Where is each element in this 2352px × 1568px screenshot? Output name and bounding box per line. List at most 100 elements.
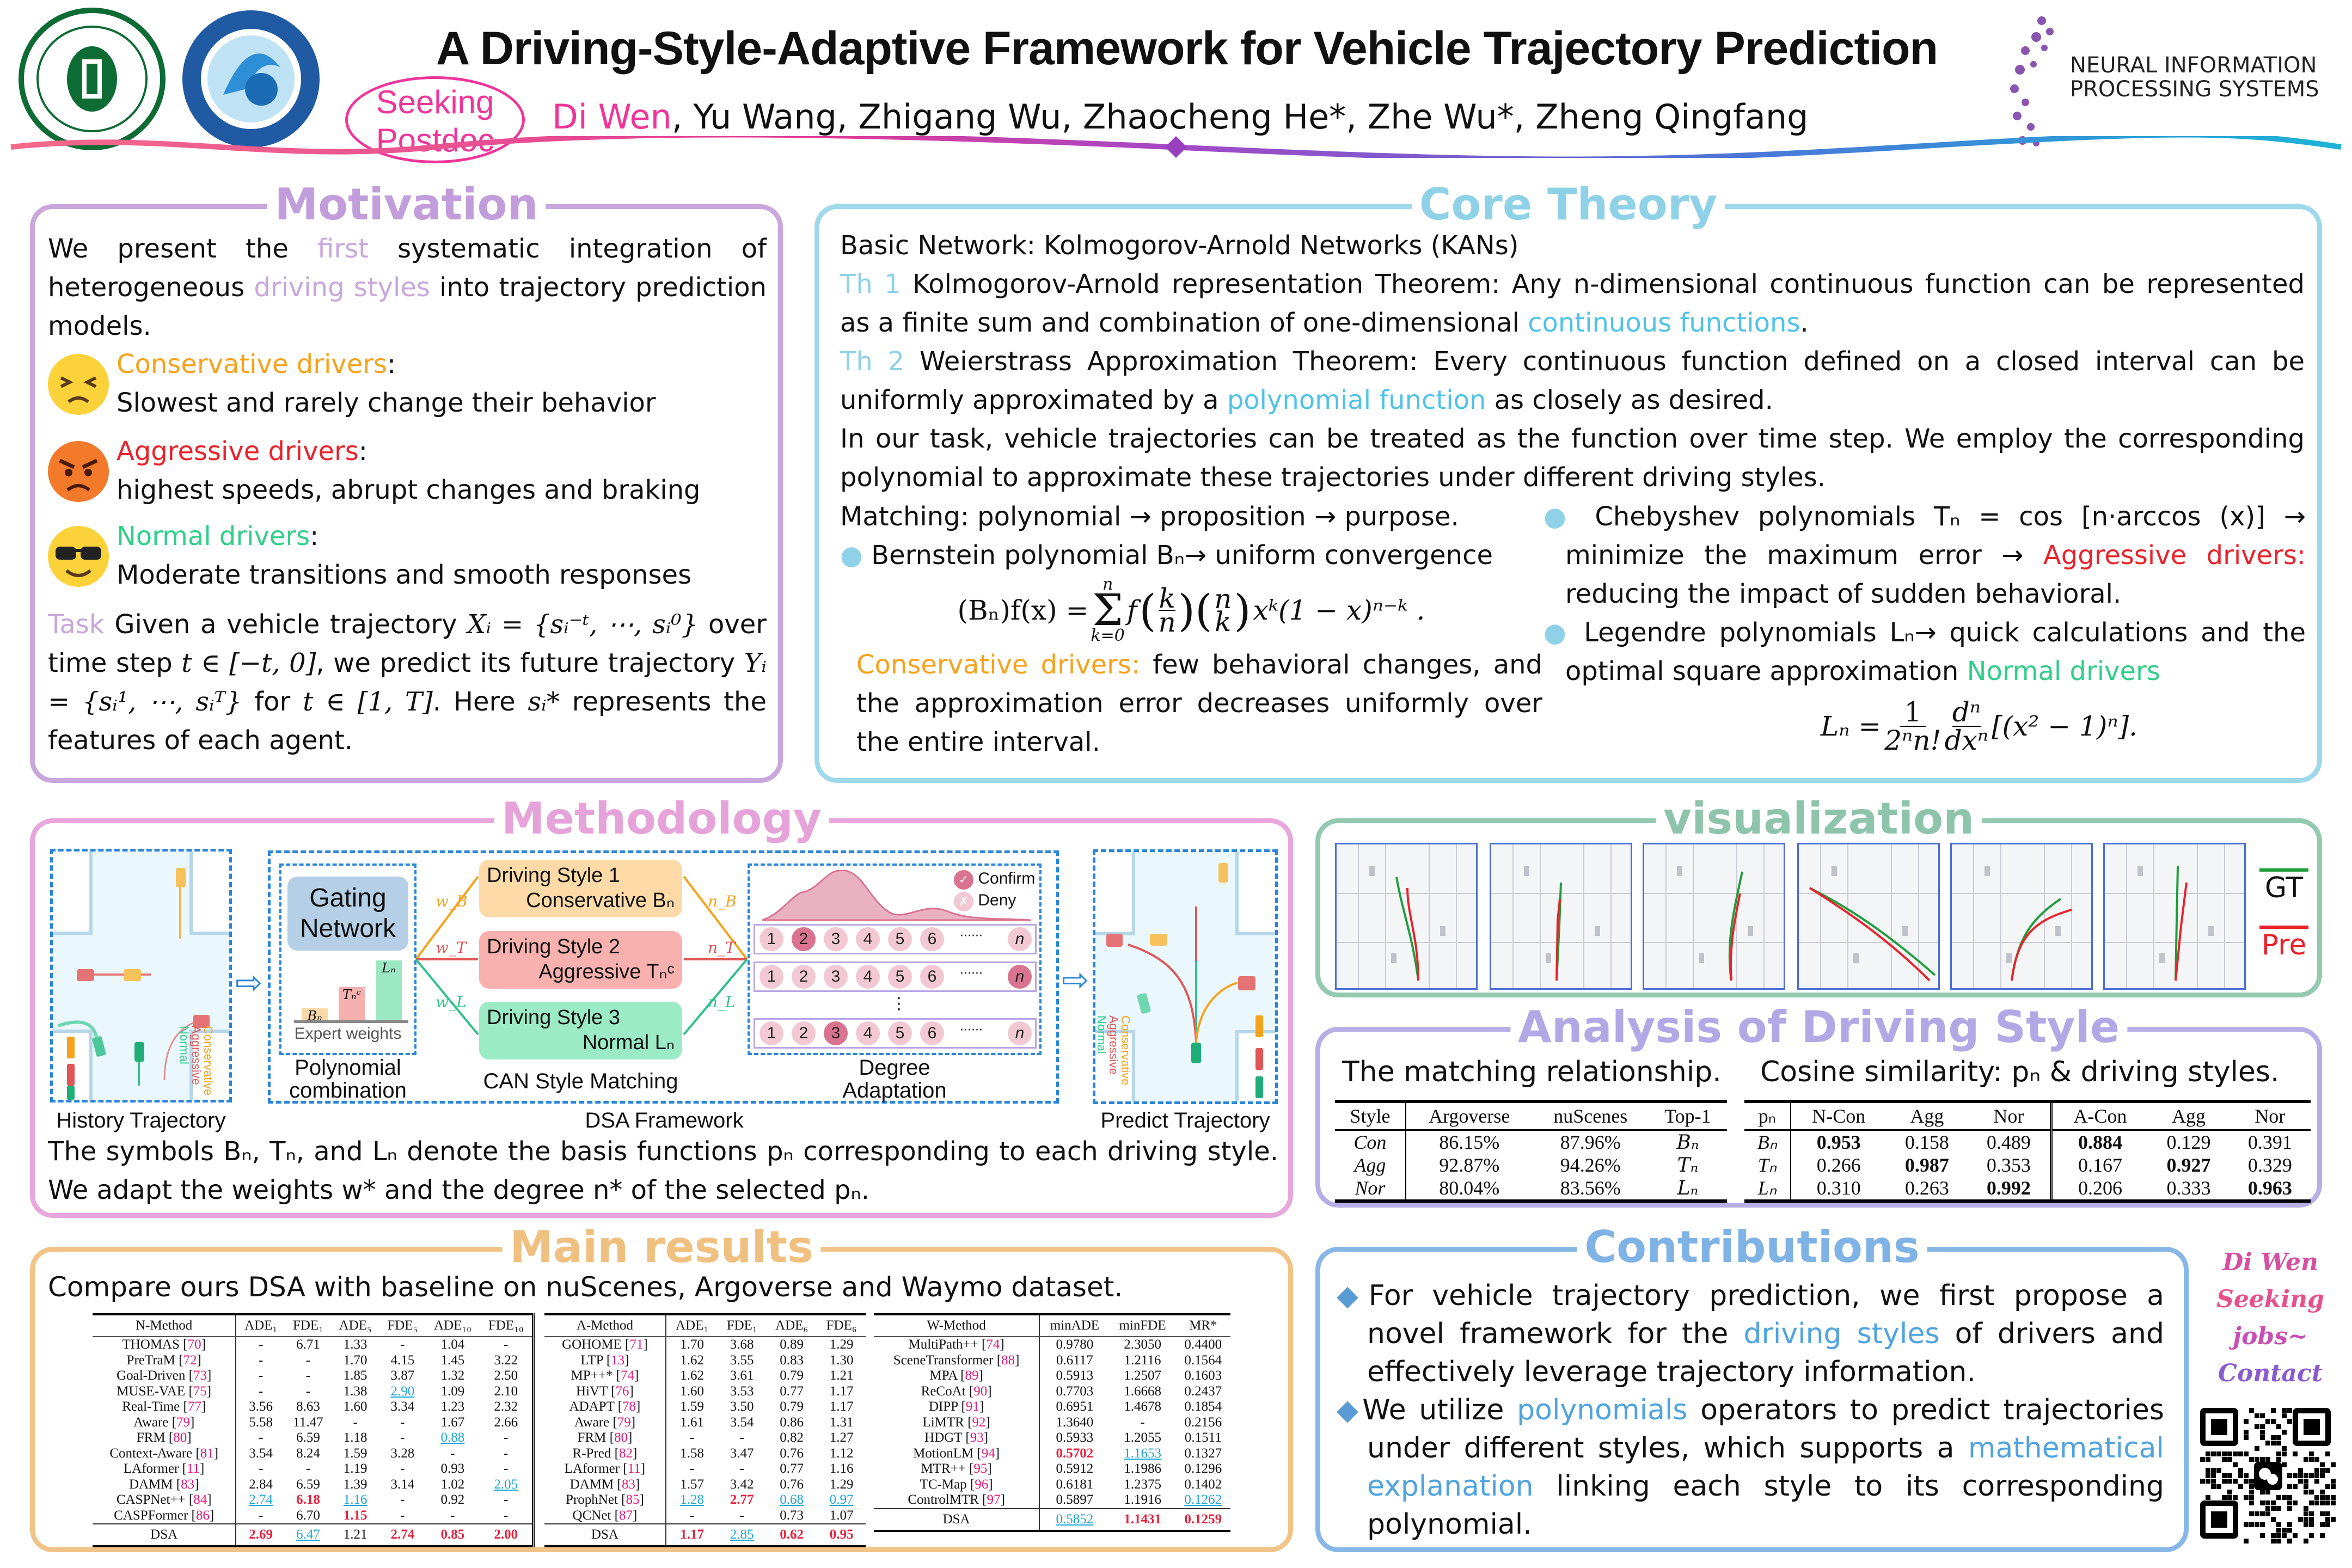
task-math: Xᵢ = {sᵢ⁻ᵗ, ⋯, sᵢ⁰} — [467, 609, 699, 640]
metric-value: 1.28 — [680, 1492, 704, 1508]
method-name: LAformer [11] — [93, 1461, 237, 1477]
citation-ref: 77 — [187, 1399, 201, 1414]
metric-value: 1.58 — [680, 1445, 704, 1461]
column-header: FDE₆ — [817, 1314, 866, 1337]
task-math: t ∈ [1, T] — [303, 687, 433, 717]
formula-part: n — [1102, 575, 1113, 594]
metric-value: - — [450, 1445, 455, 1461]
wechat-qr-code[interactable] — [2200, 1407, 2337, 1545]
method-name: LTP [13] — [544, 1352, 666, 1368]
legend-conservative: Conservative — [1119, 1015, 1132, 1086]
metric-value: 1.09 — [440, 1383, 465, 1399]
method-name: Aware [79] — [544, 1414, 666, 1430]
metric-value: 0.953 — [1816, 1131, 1861, 1153]
expert-weight-bar: Bₙ — [302, 1008, 328, 1024]
matching-subtitle: The matching relationship. — [1342, 1056, 1722, 1088]
contributions-title: Contributions — [1577, 1220, 1927, 1275]
citation-ref: 97 — [987, 1492, 1001, 1508]
metric-value: 0.93 — [440, 1461, 465, 1477]
confirm-item: ✓ Confirm — [954, 868, 1035, 890]
method-name: FRM [80] — [544, 1430, 666, 1446]
dsa-framework-box — [268, 850, 1059, 1104]
metric-value: 0.1854 — [1184, 1399, 1222, 1414]
metric-value: 2.66 — [480, 1414, 535, 1430]
motivation-intro: We present the first systematic integrat… — [48, 230, 767, 346]
citation-ref: 74 — [986, 1337, 1000, 1352]
metric-value: - — [258, 1383, 264, 1399]
neurips-logo: NEURAL INFORMATION PROCESSING SYSTEMS — [2004, 10, 2341, 151]
intro-text: systematic integration of heterogeneous — [48, 234, 767, 303]
note-text: few behavioral changes, and the approxim… — [856, 650, 1543, 757]
metric-value: 2.10 — [480, 1383, 535, 1399]
degree-circle: 6 — [920, 965, 944, 989]
authors: Di Wen, Yu Wang, Zhigang Wu, Zhaocheng H… — [552, 97, 1808, 137]
label-line: Degree — [859, 1056, 930, 1080]
degree-circle: 2 — [792, 1021, 816, 1045]
metric-value: 0.927 — [2166, 1154, 2211, 1176]
bernstein-text: Bernstein polynomial Bₙ→ uniform converg… — [871, 540, 1493, 571]
metric-value: 0.73 — [780, 1508, 804, 1523]
label-line: combination — [289, 1079, 407, 1102]
metric-value: 1.19 — [343, 1461, 367, 1477]
metric-value: 8.24 — [296, 1445, 320, 1461]
theorem-text: as closely as desired. — [1486, 385, 1773, 415]
conference-line-1: NEURAL INFORMATION — [2070, 53, 2317, 78]
diamond-bullet-icon: ◆ — [1337, 1394, 1363, 1426]
metric-value: Tₙ — [1677, 1154, 1699, 1177]
table-row: LAformer [11]--1.19-0.93- — [93, 1461, 535, 1477]
degree-circle: 3 — [824, 927, 848, 951]
metric-value: 5.58 — [249, 1414, 273, 1430]
metric-value: 0.83 — [780, 1352, 804, 1368]
metric-value: 0.76 — [780, 1445, 804, 1461]
metric-value: 1.2055 — [1124, 1430, 1161, 1445]
contribution-text: operators to predict trajectories under … — [1367, 1394, 2164, 1465]
legend-aggressive: Aggressive — [1107, 1015, 1120, 1075]
can-style-matching-label: CAN Style Matching — [483, 1069, 678, 1093]
metric-value: 1.1916 — [1124, 1492, 1161, 1508]
metric-value: 2.74 — [379, 1523, 426, 1546]
visualization-title: visualization — [1655, 792, 1982, 846]
metric-value: 3.42 — [730, 1477, 754, 1492]
bullet-icon: ● — [840, 540, 872, 571]
metric-value: - — [258, 1461, 264, 1477]
citation-ref: 88 — [1001, 1352, 1015, 1368]
map-plot — [2105, 844, 2244, 988]
author-highlight: Di Wen — [552, 97, 672, 137]
metric-value: - — [400, 1508, 405, 1523]
main-results-panel: Main results Compare ours DSA with basel… — [30, 1220, 1293, 1552]
expert-weight-bar: Tₙᶜ — [339, 987, 365, 1020]
degree-label-l: n_L — [708, 993, 736, 1011]
trajectory-visualization-3 — [1643, 843, 1785, 990]
gt-label: GT — [2264, 872, 2304, 904]
task-math: Yᵢ = {sᵢ¹, ⋯, sᵢᵀ} — [48, 648, 767, 717]
theorem-text: Weierstrass Approximation Theorem: Every… — [840, 346, 2305, 415]
method-name: MultiPath++ [74] — [874, 1337, 1040, 1353]
gating-line: Network — [299, 914, 396, 943]
metric-value: - — [400, 1430, 405, 1445]
column-header: W-Method — [874, 1314, 1040, 1337]
theorem-label: Th 1 — [840, 269, 901, 299]
metric-value: 1.60 — [343, 1399, 367, 1414]
style-label: Conservative drivers: — [856, 650, 1141, 680]
contribution-text: linking each style to its corresponding … — [1367, 1470, 2164, 1541]
metric-value: 0.489 — [1968, 1130, 2053, 1154]
metric-value: 1.17 — [665, 1523, 718, 1546]
main-results-title: Main results — [502, 1220, 821, 1275]
contribution-text: We utilize — [1362, 1394, 1517, 1426]
basic-network: Basic Network: Kolmogorov-Arnold Network… — [840, 230, 1519, 261]
column-header: FDE₁ — [718, 1314, 767, 1337]
metric-value: 0.992 — [1968, 1177, 2053, 1201]
metric-value: 0.1603 — [1184, 1368, 1222, 1383]
metric-value: 1.23 — [440, 1399, 465, 1414]
